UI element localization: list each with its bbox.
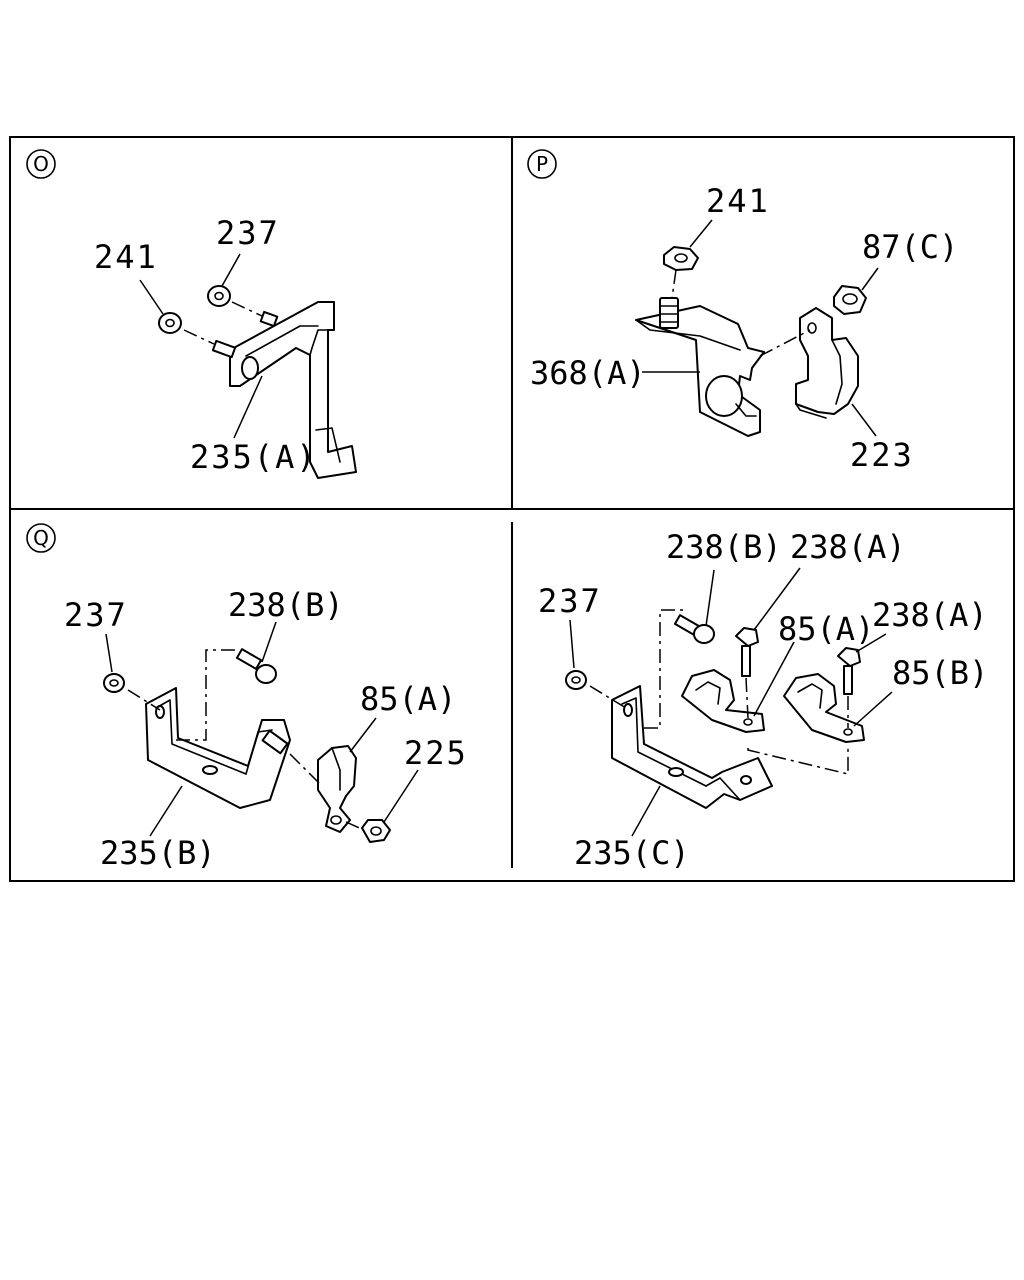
panel-p-marker: P xyxy=(527,149,557,179)
label-85a-q: 85(A) xyxy=(360,680,456,718)
label-85b: 85(B) xyxy=(892,654,988,692)
label-235c: 235(C) xyxy=(574,834,690,872)
label-237-q: 237 xyxy=(64,596,128,634)
nut-87c-drawing xyxy=(833,285,867,315)
stud-368a-drawing xyxy=(659,297,679,329)
nut-237-drawing-r xyxy=(565,670,587,690)
label-237-r: 237 xyxy=(538,582,602,620)
nut-241-drawing xyxy=(158,312,182,334)
label-238b-r: 238(B) xyxy=(666,528,782,566)
panel-o-marker: O xyxy=(26,149,56,179)
svg-text:O: O xyxy=(33,152,49,176)
panel-q: Q xyxy=(26,523,468,872)
nut-225-drawing xyxy=(361,819,391,843)
label-237: 237 xyxy=(216,214,280,252)
bolt-238b-drawing-r xyxy=(673,614,715,644)
nut-241-drawing-p xyxy=(663,246,699,271)
label-238a-lower: 238(A) xyxy=(872,596,988,634)
label-241: 241 xyxy=(94,238,158,276)
label-368a: 368(A) xyxy=(530,354,646,392)
bracket-235a-drawing xyxy=(229,301,357,479)
panel-r: 237 238(B) 238(A) 85(A) 238(A) 85(B) 235… xyxy=(538,528,988,872)
panel-q-marker: Q xyxy=(26,523,56,553)
clamp-85a-drawing-q xyxy=(317,745,357,833)
bracket-368a-drawing xyxy=(635,305,765,437)
label-223: 223 xyxy=(850,436,914,474)
clamp-85a-drawing-r xyxy=(681,669,765,733)
label-238b-q: 238(B) xyxy=(228,586,344,624)
label-235a: 235(A) xyxy=(190,438,318,476)
label-238a-upper: 238(A) xyxy=(790,528,906,566)
bracket-235c-drawing xyxy=(611,685,773,809)
panel-o: O 241 237 235(A) xyxy=(26,149,357,479)
clamp-223-drawing xyxy=(795,307,859,419)
label-241-p: 241 xyxy=(706,182,770,220)
nut-237-drawing xyxy=(207,285,231,307)
label-85a-r: 85(A) xyxy=(778,610,874,648)
panel-p: P xyxy=(527,149,958,474)
bolt-238b-drawing-q xyxy=(235,648,277,684)
svg-text:P: P xyxy=(536,152,548,176)
svg-text:Q: Q xyxy=(33,526,49,550)
bracket-235b-drawing xyxy=(145,687,291,809)
label-235b: 235(B) xyxy=(100,834,216,872)
nut-237-drawing-q xyxy=(103,673,125,693)
bolt-238a-drawing-1 xyxy=(735,627,759,677)
clamp-85b-drawing xyxy=(783,673,865,743)
bolt-238a-drawing-2 xyxy=(837,647,861,695)
diagram-frame xyxy=(9,136,1015,882)
stud-bolt-drawing xyxy=(211,310,279,359)
label-225: 225 xyxy=(404,734,468,772)
stud-235b-drawing xyxy=(261,729,289,755)
label-87c: 87(C) xyxy=(862,228,958,266)
